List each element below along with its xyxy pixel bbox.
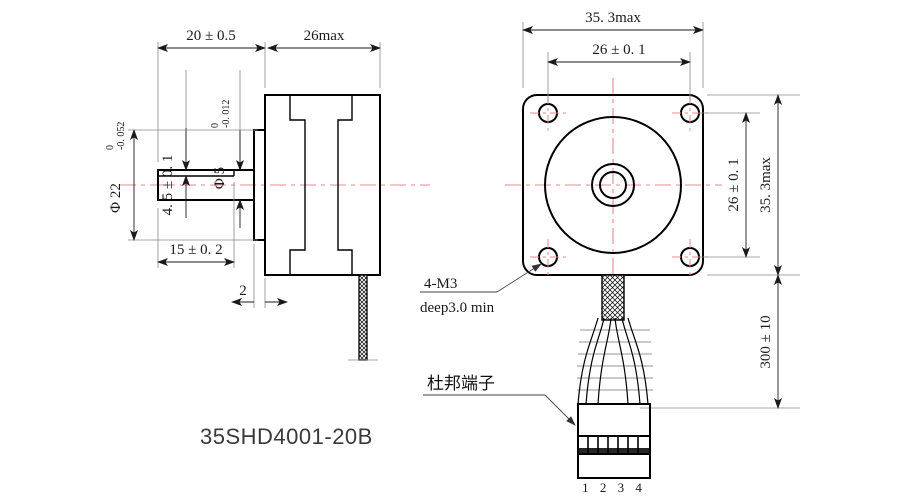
connector-note-leader <box>544 394 576 426</box>
dim-shaft-dia-tol-lo: -0. 012 <box>221 100 232 128</box>
dim-height-max-text: 35. 3max <box>758 157 774 213</box>
shaft-inner-circle <box>599 171 627 199</box>
dim-lead-length-text: 300 ± 10 <box>758 315 774 368</box>
wire-bundle <box>577 274 653 405</box>
pilot-boss-outline <box>253 129 266 241</box>
shaft-outer-circle <box>591 163 635 207</box>
dim-hole-pitch-h-text: 26 ± 0. 1 <box>592 42 645 58</box>
dim-flat-width-text: 4. 5 ± 0. 1 <box>160 155 176 216</box>
dim-width-max-text: 35. 3max <box>585 10 641 26</box>
side-view: 20 ± 0.5 26max 4. 5 ± 0. 1 Φ 5 0 -0. 012… <box>105 28 430 361</box>
dim-pilot-dia-text-group: Φ 22 0 -0. 052 <box>105 122 127 213</box>
connector-lower-body <box>577 453 651 479</box>
dim-shaft-dia-text: Φ 5 <box>212 167 228 189</box>
connector-upper-body <box>577 403 651 437</box>
front-view: 35. 3max 26 ± 0. 1 26 ± 0. 1 35. 3max 30… <box>420 10 800 495</box>
dim-hole-pitch-v-text: 26 ± 0. 1 <box>726 158 742 211</box>
dim-pilot-dia-text: Φ 22 <box>108 183 124 213</box>
motor-shaft-outline <box>157 169 255 201</box>
pilot-boss-circle <box>544 116 682 254</box>
dim-pilot-dia-tol-lo: -0. 052 <box>116 122 127 150</box>
thread-note-line1: 4-M3 <box>424 276 457 292</box>
dim-shaft-dia-tol-up: 0 <box>210 123 221 128</box>
dim-pilot-dia-tol-up: 0 <box>105 145 116 150</box>
part-number-label: 35SHD4001-20B <box>200 424 373 449</box>
dim-shaft-length-text: 20 ± 0.5 <box>186 28 235 44</box>
endcap-front-step <box>289 95 306 275</box>
dim-shaft-dia-text-group: Φ 5 0 -0. 012 <box>210 100 232 189</box>
connector-pin-shadow <box>578 448 650 454</box>
mounting-hole-bottom-left <box>530 239 566 275</box>
thread-note: 4-M3 deep3.0 min <box>420 263 542 316</box>
endcap-rear-step <box>337 95 353 275</box>
connector-pin-labels: 1 2 3 4 <box>582 480 646 495</box>
side-view-lead-wire <box>348 274 378 361</box>
connector-note-label: 杜邦端子 <box>427 374 495 394</box>
connector-note: 杜邦端子 <box>423 374 576 426</box>
dim-flat-length-text: 15 ± 0. 2 <box>169 242 222 258</box>
dupont-connector: 1 2 3 4 <box>577 403 651 495</box>
dim-body-length-text: 26max <box>304 28 345 44</box>
thread-note-leader <box>496 263 542 293</box>
thread-note-line2: deep3.0 min <box>420 300 495 316</box>
dim-boss-height-text: 2 <box>239 283 247 299</box>
